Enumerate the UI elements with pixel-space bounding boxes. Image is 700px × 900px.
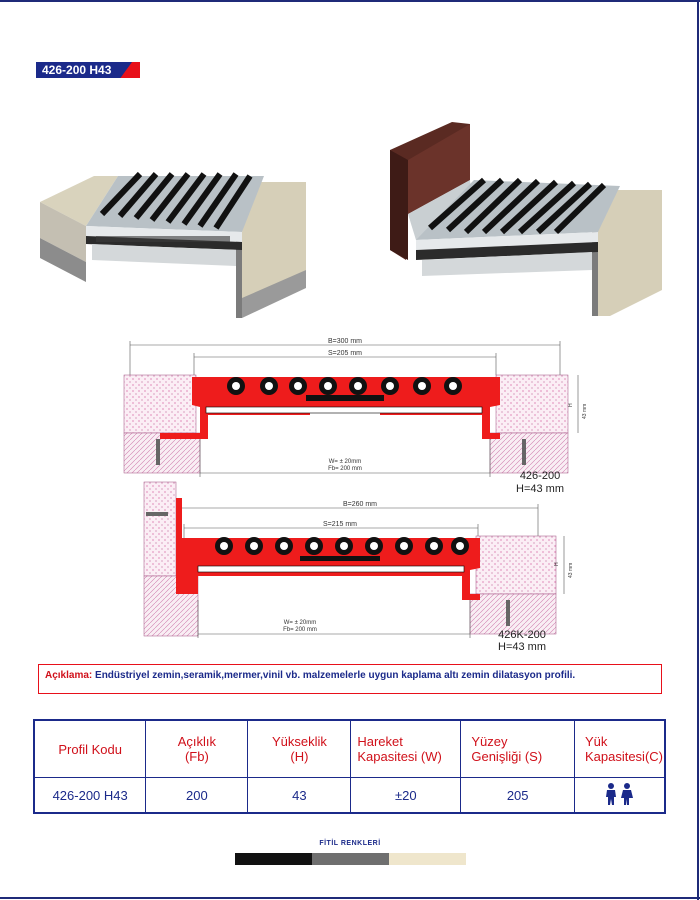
top-border-line (0, 0, 700, 2)
h-letter-2: H (554, 562, 560, 566)
cell-profile-code: 426-200 H43 (33, 777, 147, 814)
description-label: Açıklama: (45, 670, 93, 681)
header-profile-code: Profil Kodu (33, 719, 147, 778)
section-drawing-426K-200: B=260 mm S=215 mm W= ± 20mm Fb= 200 mm H… (143, 481, 574, 653)
table-row: 426-200 H43 200 43 ±20 205 (33, 777, 666, 814)
spec-table: Profil Kodu Açıklık(Fb) Yükseklik(H) Har… (33, 719, 666, 814)
swatch-beige (389, 853, 466, 865)
cell-height: 43 (247, 777, 352, 814)
strip-colors-label: FİTİL RENKLERİ (319, 840, 381, 847)
cell-surface-width: 205 (460, 777, 575, 814)
description-text: Endüstriyel zemin,seramik,mermer,vinil v… (95, 670, 576, 681)
cell-movement: ±20 (350, 777, 462, 814)
render-floor-to-floor (40, 171, 306, 318)
s-dimension-2: S=215 mm (323, 521, 357, 528)
table-header-row: Profil Kodu Açıklık(Fb) Yükseklik(H) Har… (33, 719, 666, 778)
w-capacity-label-2: W= ± 20mm (284, 620, 316, 626)
strip-group-2 (428, 177, 607, 235)
swatch-black (235, 853, 312, 865)
fb-label-2: Fb= 200 mm (283, 627, 317, 633)
cell-load-capacity (573, 777, 666, 814)
h-letter: H (568, 403, 574, 407)
seal-strips (227, 377, 462, 395)
w-capacity-label: W= ± 20mm (329, 459, 361, 465)
model-height: H=43 mm (516, 483, 564, 495)
bottom-border-line (0, 897, 700, 899)
h-dimension: 43 mm (582, 404, 588, 419)
section-drawing-426-200: B=300 mm S=205 mm W= ± 20mm Fb= 200 mm H… (123, 338, 588, 495)
header-height: Yükseklik(H) (247, 719, 352, 778)
swatch-dark-grey (312, 853, 389, 865)
h-dimension-2: 43 mm (568, 563, 574, 578)
b-dimension: B=300 mm (328, 338, 362, 345)
header-opening: Açıklık(Fb) (145, 719, 249, 778)
cell-opening: 200 (145, 777, 249, 814)
model-height-2: H=43 mm (498, 641, 546, 653)
right-border-line (697, 0, 699, 900)
s-dimension: S=205 mm (328, 350, 362, 357)
fb-label: Fb= 200 mm (328, 466, 362, 472)
model-code-2: 426K-200 (498, 629, 546, 641)
strip-group-1 (99, 171, 253, 230)
b-dimension-2: B=260 mm (343, 501, 377, 508)
product-title-badge: 426-200 H43 (36, 62, 140, 78)
description-box: Açıklama: Endüstriyel zemin,seramik,merm… (38, 664, 662, 694)
seal-strips-2 (215, 537, 469, 555)
model-code: 426-200 (520, 470, 560, 482)
render-floor-to-wall (390, 122, 662, 316)
product-title: 426-200 H43 (42, 63, 112, 77)
pedestrian-icon (606, 782, 634, 805)
